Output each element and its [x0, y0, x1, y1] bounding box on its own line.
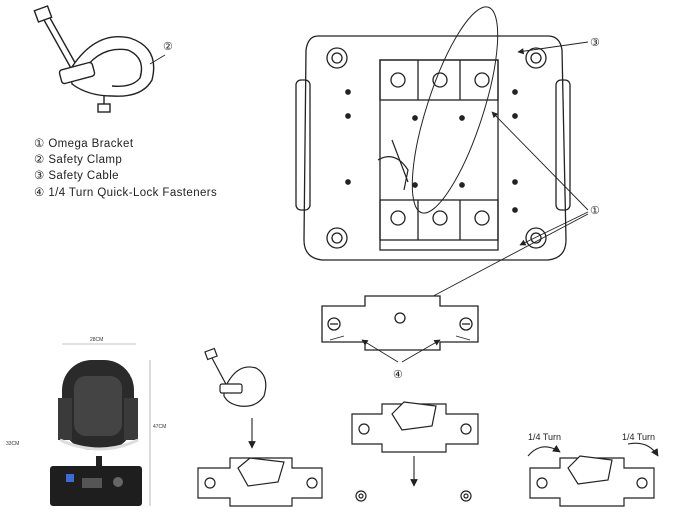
- fastener-leader-1: [361, 339, 399, 363]
- legend-text: Safety Clamp: [48, 154, 123, 167]
- omega-bracket-drawing: [321, 295, 479, 351]
- fastener-mark-left: [329, 335, 345, 341]
- legend-item: ③ Safety Cable: [34, 168, 217, 184]
- step3-bracket-drawing: [529, 455, 655, 507]
- legend-item: ① Omega Bracket: [34, 136, 217, 152]
- dim-height: 47CM: [153, 424, 166, 430]
- bracket-leader-3: [421, 213, 589, 303]
- turn-label-right: 1/4 Turn: [622, 432, 655, 442]
- legend-text: Safety Cable: [48, 170, 119, 183]
- step2-bracket-drawing: [351, 401, 479, 502]
- bracket-leader-2: [519, 211, 589, 246]
- fixture-base-top-view: [295, 6, 571, 261]
- legend: ① Omega Bracket ② Safety Clamp ③ Safety …: [34, 136, 217, 201]
- dim-base: 33CM: [6, 441, 19, 447]
- step1-clamp-drawing: [204, 347, 267, 407]
- callout-fasteners: ④: [393, 369, 403, 381]
- turn-label-left: 1/4 Turn: [528, 432, 561, 442]
- callout-bracket: ①: [590, 205, 600, 217]
- legend-num: ④: [34, 186, 45, 199]
- turn-arrow-left: [527, 444, 561, 457]
- fastener-leader-2: [401, 339, 441, 363]
- callout-cable: ③: [590, 37, 600, 49]
- legend-text: 1/4 Turn Quick-Lock Fasteners: [48, 186, 218, 199]
- legend-item: ② Safety Clamp: [34, 152, 217, 168]
- legend-item: ④ 1/4 Turn Quick-Lock Fasteners: [34, 185, 217, 201]
- legend-text: Omega Bracket: [48, 138, 134, 150]
- safety-clamp-drawing: [33, 5, 166, 113]
- turn-arrow-right: [627, 442, 659, 457]
- callout-clamp: ②: [163, 41, 173, 53]
- legend-num: ①: [34, 138, 45, 150]
- legend-num: ③: [34, 170, 45, 183]
- fastener-mark-right: [455, 335, 471, 341]
- fixture-photo: [50, 360, 142, 506]
- bracket-leader-1: [491, 111, 589, 211]
- cable-leader: [517, 41, 589, 55]
- step1-bracket-drawing: [197, 457, 323, 507]
- legend-num: ②: [34, 154, 45, 167]
- dim-width: 28CM: [90, 337, 103, 343]
